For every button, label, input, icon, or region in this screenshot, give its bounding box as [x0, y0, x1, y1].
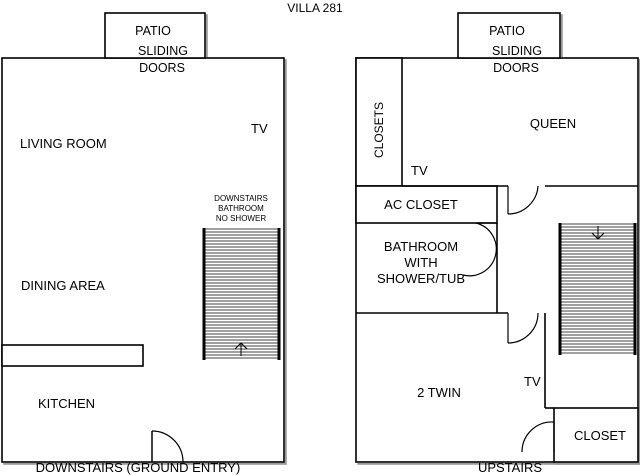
queen-label: QUEEN [530, 116, 576, 131]
bathroom-note-line1: DOWNSTAIRS [214, 194, 268, 203]
closets-label: CLOSETS [372, 102, 386, 158]
bathroom-label-line1: BATHROOM [384, 239, 458, 254]
upstairs-sliding-label: SLIDING [492, 44, 542, 58]
two-twin-label: 2 TWIN [417, 385, 461, 400]
closet-box [553, 407, 639, 463]
bathroom-note-line3: NO SHOWER [216, 214, 266, 223]
closets-box [355, 57, 403, 187]
bathroom-note-line2: BATHROOM [218, 204, 264, 213]
upstairs-caption: UPSTAIRS [478, 460, 542, 475]
kitchen-label: KITCHEN [38, 396, 95, 411]
downstairs-entry-door [151, 430, 184, 463]
downstairs-doors-label: DOORS [139, 61, 185, 75]
ac-closet-box [355, 185, 498, 224]
downstairs-sliding-label: SLIDING [138, 44, 188, 58]
kitchen-counter [1, 344, 144, 367]
downstairs-outline [1, 57, 285, 463]
downstairs-caption: DOWNSTAIRS (GROUND ENTRY) [36, 460, 241, 475]
upstairs-doors-label: DOORS [493, 61, 539, 75]
downstairs-plan [1, 12, 285, 463]
downstairs-stairs [202, 228, 281, 360]
bathroom-label-line2: WITH [404, 255, 437, 270]
two-twin-tv-label: TV [524, 374, 541, 389]
dining-area-label: DINING AREA [21, 278, 105, 293]
upstairs-patio [457, 12, 561, 59]
upstairs-patio-label: PATIO [489, 24, 525, 38]
living-room-label: LIVING ROOM [20, 136, 107, 151]
upstairs-doors [462, 185, 555, 453]
queen-tv-label: TV [411, 163, 428, 178]
ac-closet-label: AC CLOSET [384, 197, 458, 212]
downstairs-stair-arrow [234, 342, 248, 356]
upstairs-stair-arrow [591, 226, 605, 240]
plan-title: VILLA 281 [287, 1, 343, 15]
closet-label: CLOSET [574, 428, 626, 443]
upstairs-walls [356, 185, 638, 409]
downstairs-patio-label: PATIO [135, 24, 171, 38]
bathroom-label-line3: SHOWER/TUB [377, 271, 465, 286]
living-room-tv-label: TV [251, 121, 268, 136]
downstairs-patio [104, 12, 206, 59]
upstairs-stairs [558, 223, 637, 355]
